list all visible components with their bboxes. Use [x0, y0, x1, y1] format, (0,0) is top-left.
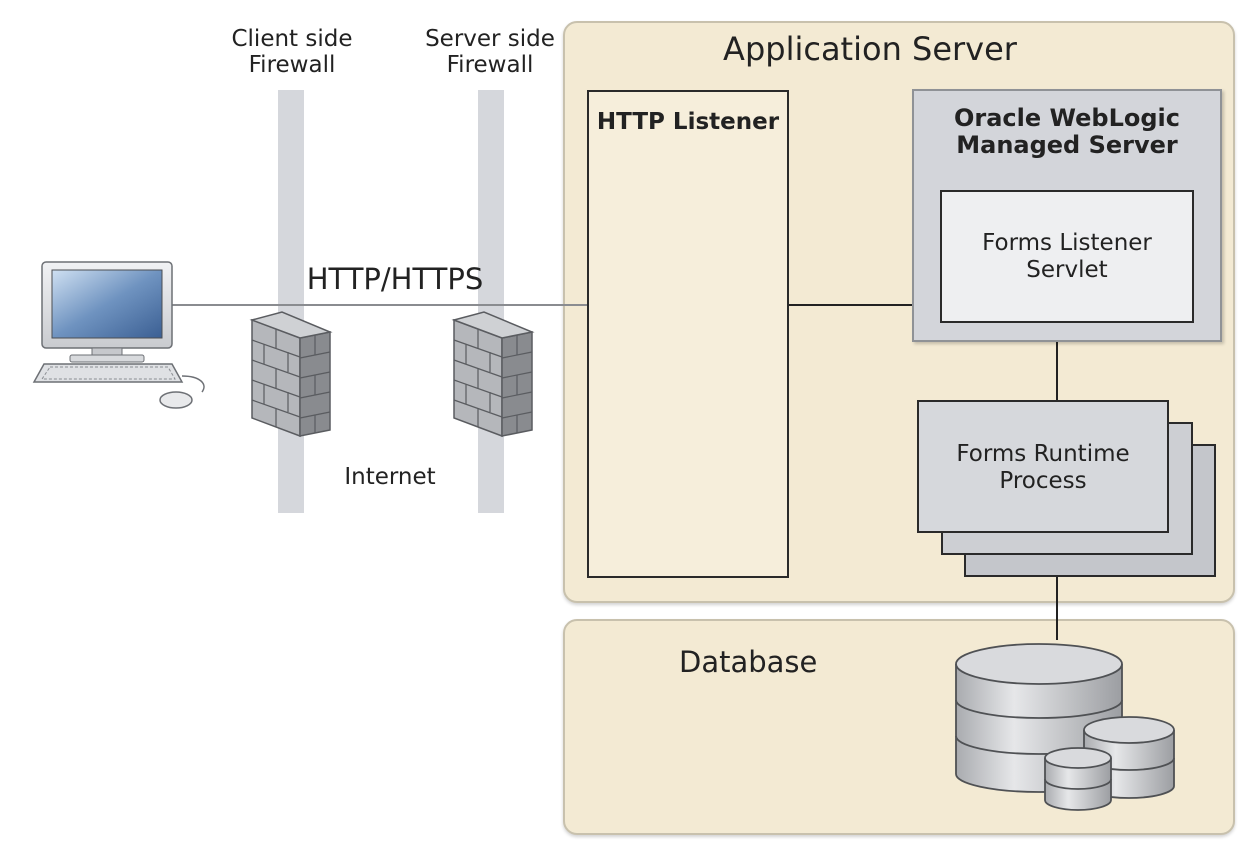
database-cylinders-icon [955, 643, 1175, 811]
server-firewall-column [478, 90, 504, 513]
weblogic-managed-server-label: Oracle WebLogic Managed Server [914, 105, 1220, 159]
forms-runtime-line2: Process [999, 468, 1087, 494]
http-listener-box: HTTP Listener [587, 90, 789, 578]
forms-runtime-process-label: Forms Runtime Process [919, 441, 1167, 495]
http-listener-label: HTTP Listener [596, 109, 780, 135]
small-cylinder [1044, 747, 1112, 811]
http-https-label: HTTP/HTTPS [306, 262, 484, 296]
client-firewall-column [278, 90, 304, 513]
server-firewall-label-line2: Firewall [446, 52, 534, 78]
database-title: Database [679, 645, 818, 679]
client-firewall-label-line1: Client side [231, 26, 353, 52]
forms-runtime-process-box: Forms Runtime Process [917, 400, 1169, 533]
client-firewall-label: Client side Firewall [212, 26, 372, 78]
forms-listener-servlet-box: Forms Listener Servlet [940, 190, 1194, 323]
server-firewall-label: Server side Firewall [410, 26, 570, 78]
forms-listener-line2: Servlet [1026, 257, 1108, 283]
internet-label: Internet [344, 464, 436, 490]
forms-runtime-line1: Forms Runtime [956, 441, 1130, 467]
client-firewall-icon [249, 311, 333, 438]
server-firewall-label-line1: Server side [425, 26, 555, 52]
client-computer-icon [32, 261, 205, 409]
weblogic-label-line1: Oracle WebLogic [953, 104, 1180, 132]
forms-listener-servlet-label: Forms Listener Servlet [942, 230, 1192, 284]
weblogic-label-line2: Managed Server [956, 131, 1178, 159]
forms-listener-line1: Forms Listener [982, 230, 1152, 256]
application-server-title: Application Server [723, 30, 1017, 68]
client-firewall-label-line2: Firewall [248, 52, 336, 78]
server-firewall-icon [451, 311, 535, 438]
database-panel [563, 619, 1235, 835]
